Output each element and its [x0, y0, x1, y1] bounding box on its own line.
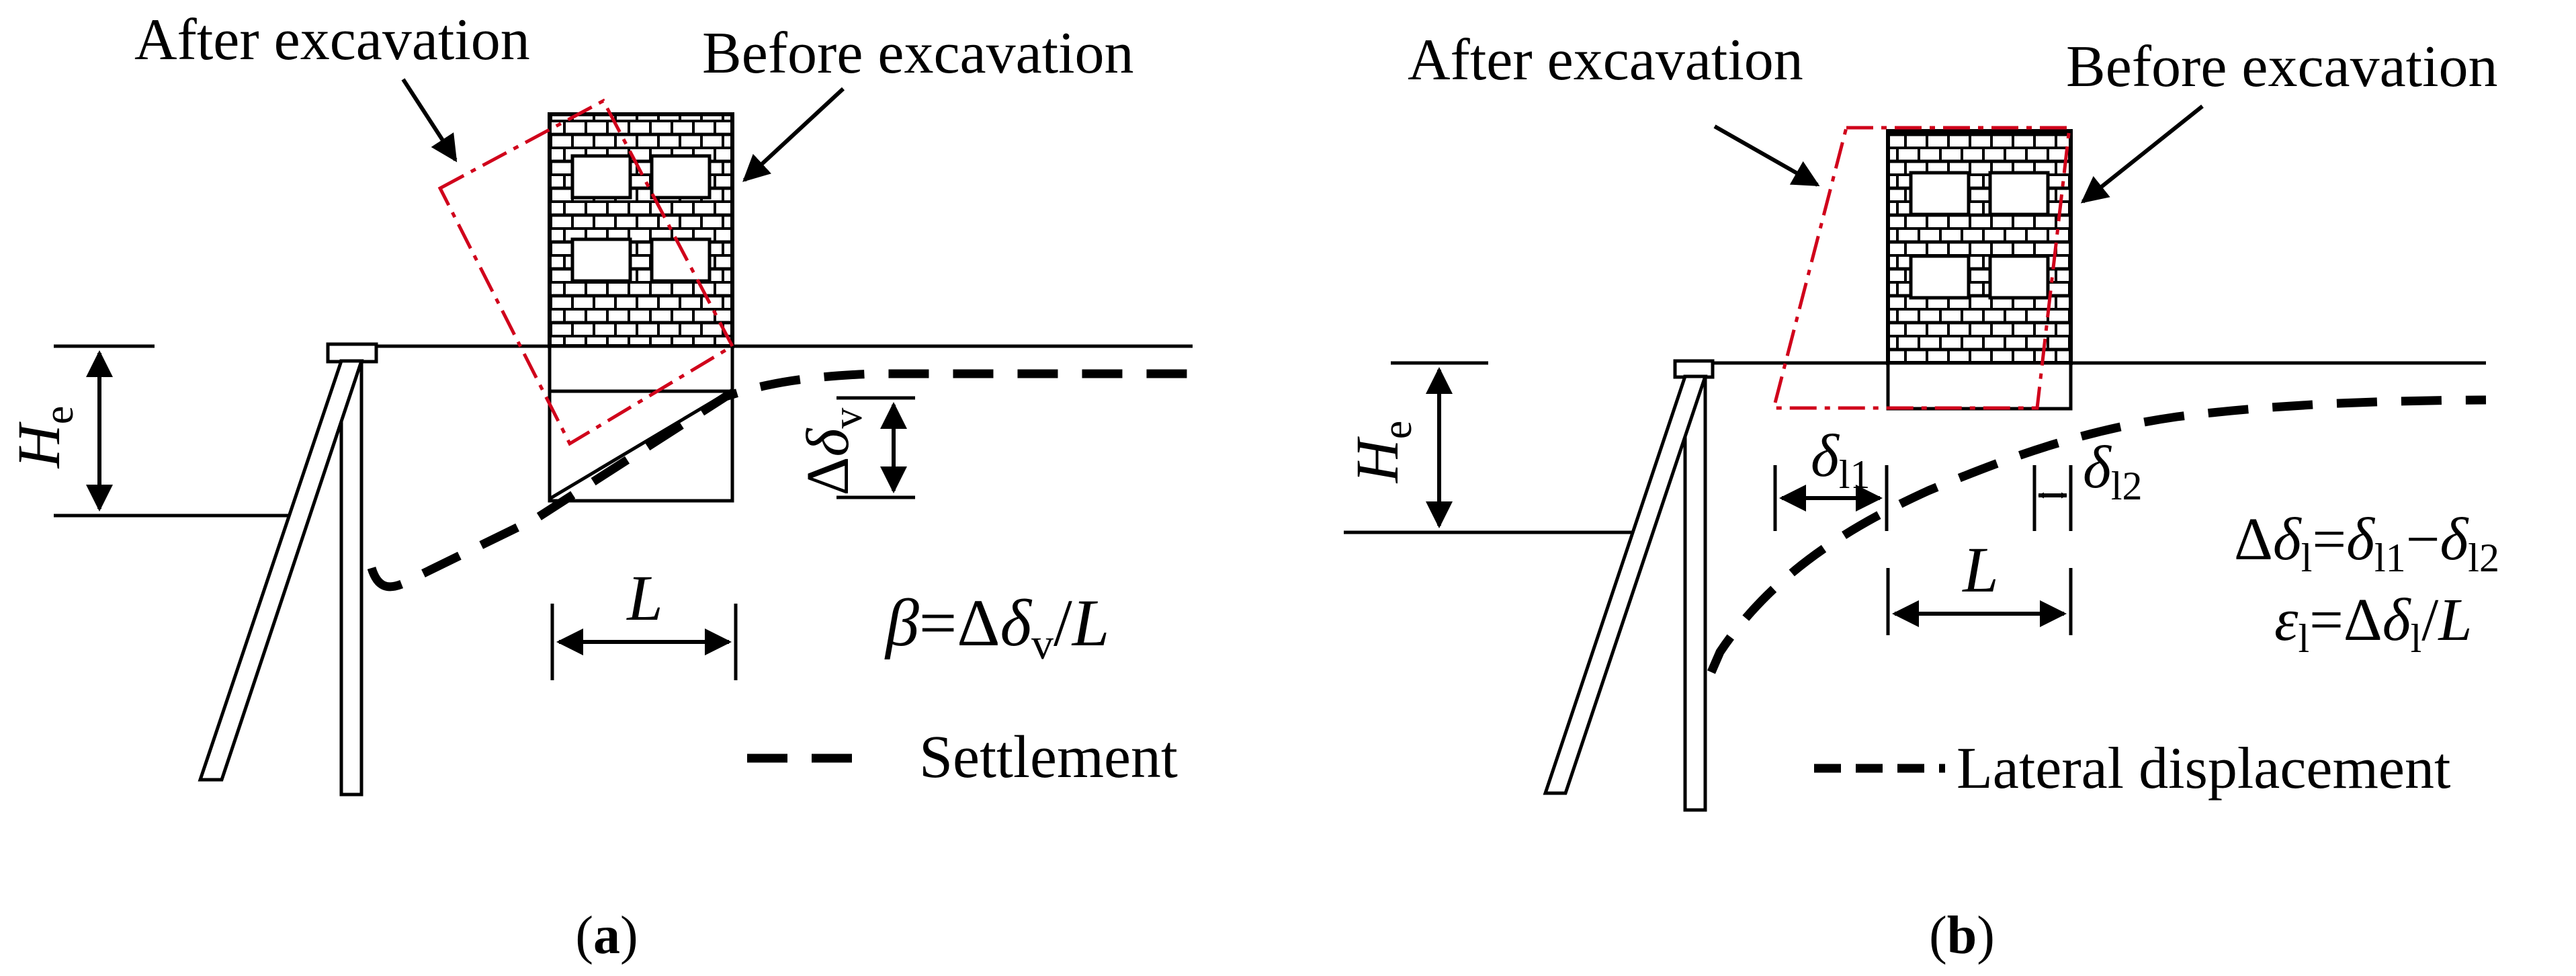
retaining-wall — [198, 342, 378, 797]
length-label-a: L — [626, 562, 662, 634]
he-label: He — [6, 406, 82, 469]
dl1-dimension — [1773, 465, 1889, 531]
he-label-b: He — [1344, 421, 1420, 484]
dl2-label: δl2 — [2083, 434, 2143, 508]
he-dimension — [54, 344, 155, 512]
panel-label-a: (a) — [575, 906, 638, 965]
panel-b: He δl1 δl2 — [1344, 28, 2499, 965]
l-dimension — [550, 604, 738, 680]
building-after-outline — [437, 98, 735, 446]
after-arrow-b — [1713, 124, 1820, 187]
lateral-legend-label: Lateral displacement — [1957, 736, 2450, 801]
building-after-outline-b — [1771, 126, 2071, 410]
building-before-b — [1886, 129, 2073, 411]
l-dimension-b — [1886, 568, 2073, 635]
dl1-label: δl1 — [1811, 423, 1871, 497]
panel-label-b: (b) — [1929, 906, 1995, 965]
before-excavation-label-a: Before excavation — [702, 21, 1134, 86]
after-arrow-a — [401, 78, 458, 163]
settlement-curve — [367, 369, 1193, 592]
he-dimension-b — [1391, 361, 1488, 528]
retaining-wall-b — [1543, 359, 1715, 812]
dl2-dimension — [2032, 465, 2073, 531]
building-before — [548, 112, 734, 503]
dv-label: Δδv — [795, 408, 871, 496]
before-excavation-label-b: Before excavation — [2066, 34, 2498, 99]
lateral-diff-formula: Δδl=δl1−δl2 — [2234, 506, 2499, 580]
before-arrow-a — [742, 87, 845, 182]
after-excavation-label-a: After excavation — [134, 7, 530, 73]
lateral-strain-formula: εl=Δδl/L — [2274, 587, 2472, 661]
settlement-legend-label: Settlement — [919, 724, 1178, 790]
dv-dimension — [836, 396, 915, 499]
panel-a: He Δδv L — [6, 7, 1193, 965]
before-arrow-b — [2080, 104, 2204, 204]
lateral-displacement-curve — [1707, 395, 2487, 674]
length-label-b: L — [1961, 534, 1998, 606]
beta-formula: β=Δδv/L — [884, 585, 1109, 669]
after-excavation-label-b: After excavation — [1408, 28, 1803, 93]
